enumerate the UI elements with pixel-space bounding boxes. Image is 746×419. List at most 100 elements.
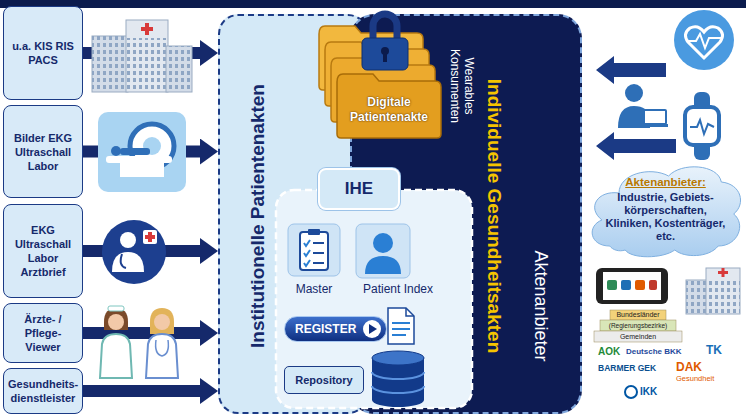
- box-text: Bilder EKG Ultraschall Labor: [8, 131, 78, 173]
- text-slot: Aktenanbieter: [529, 250, 551, 361]
- app-logo: [635, 280, 645, 290]
- doctor-head: [120, 232, 136, 248]
- top-bar: [0, 0, 746, 8]
- building-windows: [126, 38, 168, 92]
- watch-icon: [685, 92, 719, 160]
- cylinder-top: [372, 351, 424, 365]
- building: [126, 20, 168, 92]
- master-icon: [288, 224, 340, 276]
- label-slot: Deutsche BKK: [626, 347, 682, 356]
- record-folder: Digitale Patientenakte: [335, 72, 443, 140]
- check: [304, 240, 310, 246]
- app-logo: [621, 280, 631, 290]
- cloud-shape: [592, 167, 740, 257]
- database-icon: [372, 351, 424, 407]
- icon-caption: Patient Index: [363, 283, 433, 297]
- source-box: Bilder EKG Ultraschall Labor: [3, 105, 83, 198]
- scanner-bed: [106, 156, 172, 163]
- heart: [685, 27, 722, 58]
- label-slot: BARMER GEK: [598, 364, 656, 374]
- text-slot: Institutionelle Patientenakten: [247, 84, 270, 348]
- label-slot: TK: [706, 344, 722, 358]
- doctor-body: [146, 334, 178, 378]
- play-triangle: [369, 324, 377, 334]
- insurer-logo: BARMER GEK: [598, 364, 656, 374]
- laptop-base: [640, 124, 668, 127]
- building: [92, 36, 128, 92]
- icon-caption: Master: [296, 283, 333, 297]
- pyramid-band: [594, 331, 682, 342]
- label-slot: Gemeinden: [620, 333, 656, 341]
- line: [313, 252, 324, 254]
- folder-shape: [337, 74, 441, 138]
- nurses-icon: [100, 306, 178, 378]
- hospital-icon: [92, 20, 192, 92]
- app-logo: [649, 280, 657, 290]
- document-fold: [406, 308, 414, 316]
- insurer-logo: AOK: [598, 346, 620, 358]
- building-windows: [166, 46, 192, 92]
- pyramid-label: (Regierungsbezirke): [609, 322, 668, 329]
- pyramid-label: Bundesländer: [616, 311, 659, 319]
- source-box: Ärzte- / Pflege- Viewer: [3, 303, 83, 363]
- patient-body: [120, 148, 150, 155]
- clip: [308, 229, 320, 235]
- phone-screen: [603, 272, 661, 300]
- building: [706, 268, 740, 314]
- band: [372, 386, 424, 393]
- box-text: u.a. KIS RIS PACS: [8, 39, 78, 67]
- pyramid-band: [600, 320, 676, 331]
- check: [304, 260, 310, 266]
- building-windows: [92, 36, 128, 92]
- building-windows: [706, 280, 740, 314]
- line: [392, 322, 410, 324]
- source-box: u.a. KIS RIS PACS: [3, 6, 83, 100]
- line: [313, 242, 324, 244]
- play-icon: [362, 319, 382, 339]
- vertical-title: Aktenanbieter: [529, 250, 551, 361]
- vertical-title: Individuelle Gesundheitsakten: [483, 79, 506, 354]
- icon-tile: [356, 224, 410, 278]
- insurer-logo: TK: [706, 344, 722, 358]
- pulse: [690, 120, 714, 134]
- phone-icon: [596, 268, 668, 304]
- heart-icon: [674, 10, 734, 70]
- keyhole: [383, 53, 387, 62]
- insurer-logo: Gesundheit: [676, 375, 714, 384]
- laptop: [644, 110, 666, 124]
- document-icon: [388, 308, 414, 344]
- source-box: Gesundheits- dienstleister: [3, 368, 83, 414]
- person-head: [625, 84, 643, 102]
- standard-box: IHE: [318, 168, 400, 210]
- clipboard: [300, 232, 328, 270]
- plus: [145, 235, 155, 239]
- register-button: REGISTER: [284, 316, 387, 342]
- lock-shackle: [373, 14, 397, 40]
- block-arrow: [596, 132, 676, 160]
- button-text: REGISTER: [295, 322, 356, 336]
- patient-icon: [356, 224, 410, 278]
- text-slot: Individuelle Gesundheitsakten: [483, 79, 506, 354]
- doctor-icon: [102, 220, 166, 284]
- icon-circle: [102, 220, 166, 284]
- band: [372, 372, 424, 379]
- block-arrow: [596, 56, 666, 84]
- flow-arrow: [83, 327, 200, 339]
- plus-tile: [143, 230, 157, 244]
- document: [388, 308, 414, 344]
- label-slot: Master: [296, 283, 333, 297]
- label-slot: AOK: [598, 346, 620, 358]
- check: [304, 250, 310, 256]
- icon-tile: [288, 224, 340, 276]
- label-slot: Patient Index: [363, 283, 433, 297]
- insurer-logo: Deutsche BKK: [626, 347, 682, 356]
- mri-icon: [98, 112, 186, 192]
- box-text: Repository: [295, 374, 352, 386]
- line: [392, 334, 406, 336]
- source-box: EKG Ultraschall Labor Arztbrief: [3, 204, 83, 298]
- red-cross: [722, 268, 725, 277]
- face: [154, 314, 170, 330]
- label-slot: Bundesländer: [616, 311, 659, 319]
- nurse-body: [100, 334, 132, 378]
